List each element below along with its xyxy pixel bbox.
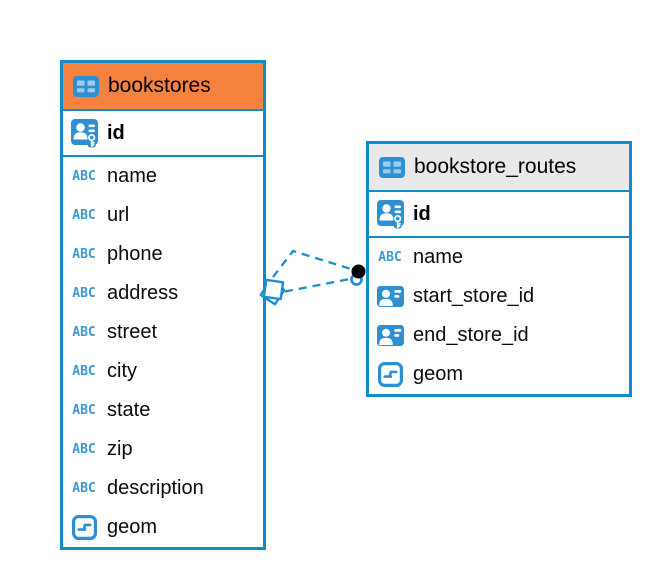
text-type-icon: ABC [72,208,96,223]
relationship-dot-marker [350,264,366,286]
primary-key-icon [375,199,405,229]
column-name: address [107,282,179,304]
table-bookstore-routes[interactable]: bookstore_routes id ABC name [366,141,632,397]
column-row[interactable]: ABC description [63,469,263,508]
column-list: ABC name start_store_id [369,238,629,394]
column-row[interactable]: ABC street [63,313,263,352]
column-name: name [413,246,464,268]
column-list: ABC name ABC url ABC phone ABC address A… [63,157,263,547]
geometry-type-icon [69,515,99,540]
column-row[interactable]: ABC city [63,352,263,391]
text-type-icon: ABC [72,325,96,340]
relationship-line-lower[interactable] [284,277,351,293]
text-type-icon: ABC [72,442,96,457]
column-name: description [107,477,204,499]
pk-row[interactable]: id [369,192,629,238]
table-title: bookstore_routes [414,155,577,178]
column-row[interactable]: geom [369,355,629,394]
pk-column-name: id [413,202,431,225]
table-bookstores[interactable]: bookstores id ABC name [60,60,266,550]
column-name: phone [107,243,163,265]
column-name: zip [107,438,133,460]
column-row[interactable]: ABC phone [63,235,263,274]
pk-row[interactable]: id [63,111,263,157]
pk-column-name: id [107,121,125,144]
column-row[interactable]: start_store_id [369,277,629,316]
column-name: end_store_id [413,324,529,346]
table-header-bookstore-routes[interactable]: bookstore_routes [369,144,629,192]
column-name: url [107,204,130,226]
text-type-icon: ABC [72,169,96,184]
table-icon [73,75,99,97]
column-row[interactable]: ABC url [63,196,263,235]
text-type-icon: ABC [72,481,96,496]
text-type-icon: ABC [72,403,96,418]
column-name: geom [413,363,464,385]
text-type-icon: ABC [72,286,96,301]
column-row[interactable]: ABC address [63,274,263,313]
primary-key-icon [69,118,99,148]
column-row[interactable]: ABC name [63,157,263,196]
column-row[interactable]: ABC state [63,391,263,430]
column-name: name [107,165,158,187]
reference-type-icon [375,286,405,307]
relationship-line-upper[interactable] [272,249,352,278]
column-row[interactable]: ABC name [369,238,629,277]
geometry-type-icon [375,362,405,387]
column-name: city [107,360,137,382]
column-name: start_store_id [413,285,535,307]
text-type-icon: ABC [378,250,402,265]
reference-type-icon [375,325,405,346]
table-title: bookstores [108,74,211,97]
text-type-icon: ABC [72,364,96,379]
column-name: state [107,399,151,421]
column-name: geom [107,516,158,538]
table-icon [379,156,405,178]
column-row[interactable]: ABC zip [63,430,263,469]
column-row[interactable]: geom [63,508,263,547]
table-header-bookstores[interactable]: bookstores [63,63,263,111]
text-type-icon: ABC [72,247,96,262]
column-row[interactable]: end_store_id [369,316,629,355]
column-name: street [107,321,158,343]
